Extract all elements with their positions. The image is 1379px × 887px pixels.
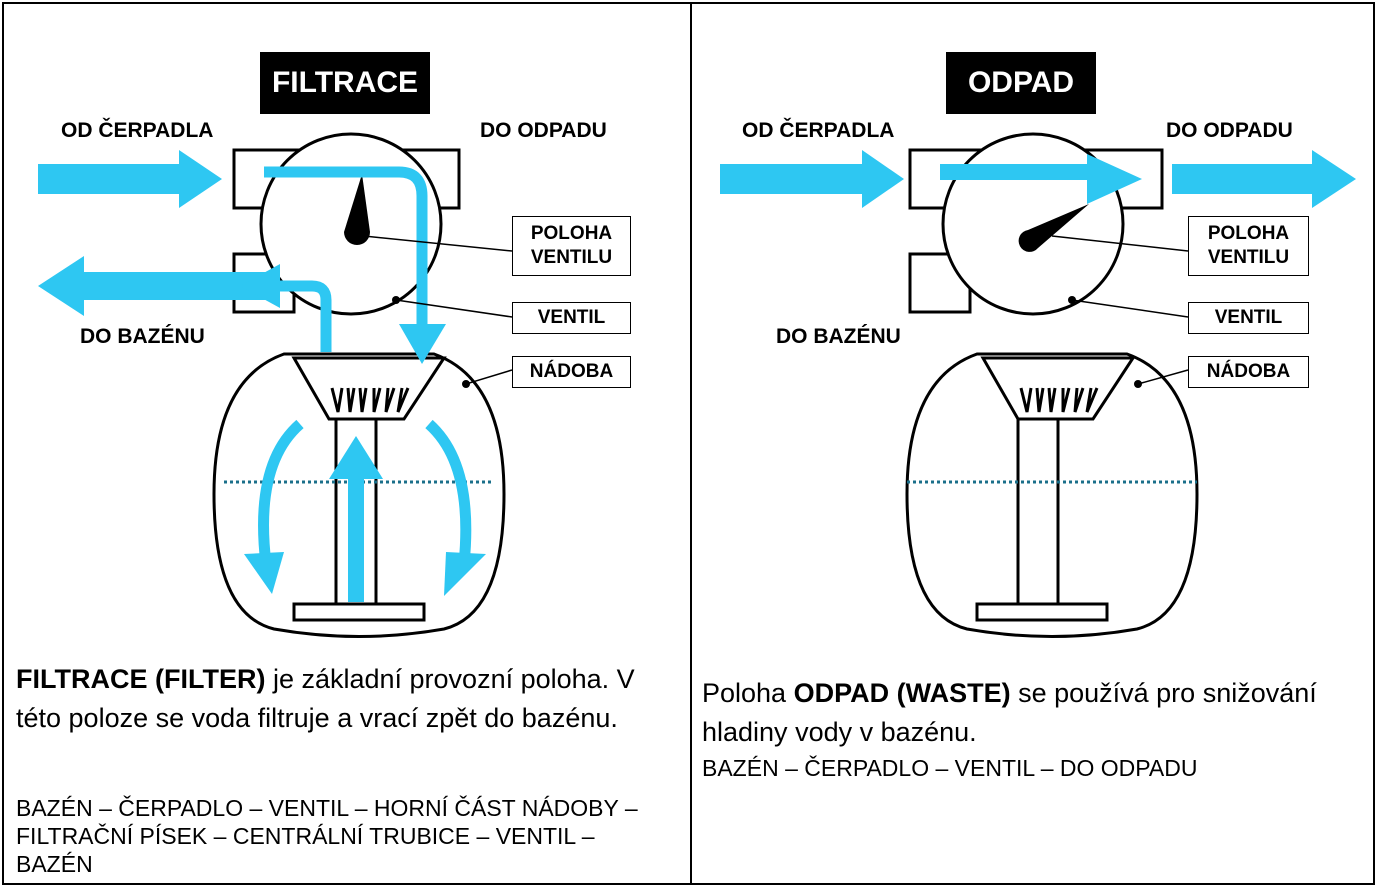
flow-top-path bbox=[264, 166, 428, 324]
flow-route: BAZÉN – ČERPADLO – VENTIL – DO ODPADU bbox=[702, 755, 1198, 781]
flow-right-curve bbox=[425, 419, 472, 565]
flow-return-head bbox=[240, 264, 280, 308]
panel-title: FILTRACE bbox=[260, 52, 430, 114]
valve-dot bbox=[1068, 296, 1076, 304]
distributor-funnel bbox=[980, 356, 1136, 421]
description: Poloha ODPAD (WASTE) se používá pro sniž… bbox=[702, 674, 1352, 752]
callout-valve: VENTIL bbox=[512, 302, 631, 334]
flow-left-curve bbox=[258, 419, 304, 565]
label-to-waste: DO ODPADU bbox=[1166, 119, 1293, 142]
label-to-pool: DO BAZÉNU bbox=[776, 325, 901, 348]
leader-lines bbox=[363, 235, 513, 385]
callout-vessel: NÁDOBA bbox=[1188, 356, 1309, 388]
panel-divider bbox=[690, 2, 692, 885]
flow-down-head bbox=[399, 324, 446, 364]
callout-vessel: NÁDOBA bbox=[512, 356, 631, 388]
description-bold: ODPAD (WASTE) bbox=[793, 678, 1011, 708]
description: FILTRACE (FILTER) je základní provozní p… bbox=[16, 660, 676, 738]
callout-valve-position: POLOHA VENTILU bbox=[512, 216, 631, 276]
label-from-pump: OD ČERPADLA bbox=[742, 119, 895, 142]
description-bold: FILTRACE (FILTER) bbox=[16, 664, 266, 694]
vessel-dot bbox=[1134, 380, 1142, 388]
panel-title: ODPAD bbox=[946, 52, 1096, 114]
panel-odpad: ODPAD OD ČERPADLA DO ODPADU DO BAZÉNU PO… bbox=[692, 4, 1375, 883]
label-to-waste: DO ODPADU bbox=[480, 119, 607, 142]
flow-arrows bbox=[38, 150, 222, 208]
description-text: je základní provozní poloha. V této polo… bbox=[16, 664, 635, 733]
flow-return-path bbox=[279, 280, 332, 352]
arrow-from-pump bbox=[38, 150, 222, 208]
flow-route: BAZÉN – ČERPADLO – VENTIL – HORNÍ ČÁST N… bbox=[16, 795, 638, 877]
central-tube bbox=[1016, 417, 1060, 607]
funnel-slots bbox=[1019, 387, 1099, 413]
valve-handle bbox=[344, 174, 370, 245]
arrow-to-pool bbox=[38, 256, 274, 316]
label-from-pump: OD ČERPADLA bbox=[61, 119, 214, 142]
arrow-from-pump bbox=[720, 150, 904, 208]
description-text: se používá pro snižování hladiny vody v … bbox=[702, 678, 1317, 747]
tube-base bbox=[975, 602, 1109, 622]
flow-through-head bbox=[1087, 154, 1142, 204]
funnel-slots bbox=[330, 387, 410, 413]
callout-valve: VENTIL bbox=[1188, 302, 1309, 334]
odpad-diagram bbox=[720, 132, 1356, 638]
description-prefix: Poloha bbox=[702, 678, 794, 708]
filtrace-diagram bbox=[38, 132, 513, 638]
label-to-pool: DO BAZÉNU bbox=[80, 325, 205, 348]
flow-left-head bbox=[244, 552, 284, 594]
panel-filtrace: FILTRACE OD ČERPADLA DO ODPADU DO BAZÉNU… bbox=[4, 4, 690, 883]
valve-dot bbox=[392, 296, 400, 304]
callout-valve-position: POLOHA VENTILU bbox=[1188, 216, 1309, 276]
distributor-funnel bbox=[291, 356, 447, 421]
leader-lines bbox=[1051, 235, 1189, 385]
tube-base bbox=[292, 602, 426, 622]
arrow-to-waste bbox=[1172, 150, 1356, 208]
flow-right-head bbox=[444, 552, 486, 596]
flow-center-head bbox=[329, 436, 383, 479]
vessel-dot bbox=[462, 380, 470, 388]
valve-handle bbox=[1018, 204, 1089, 252]
